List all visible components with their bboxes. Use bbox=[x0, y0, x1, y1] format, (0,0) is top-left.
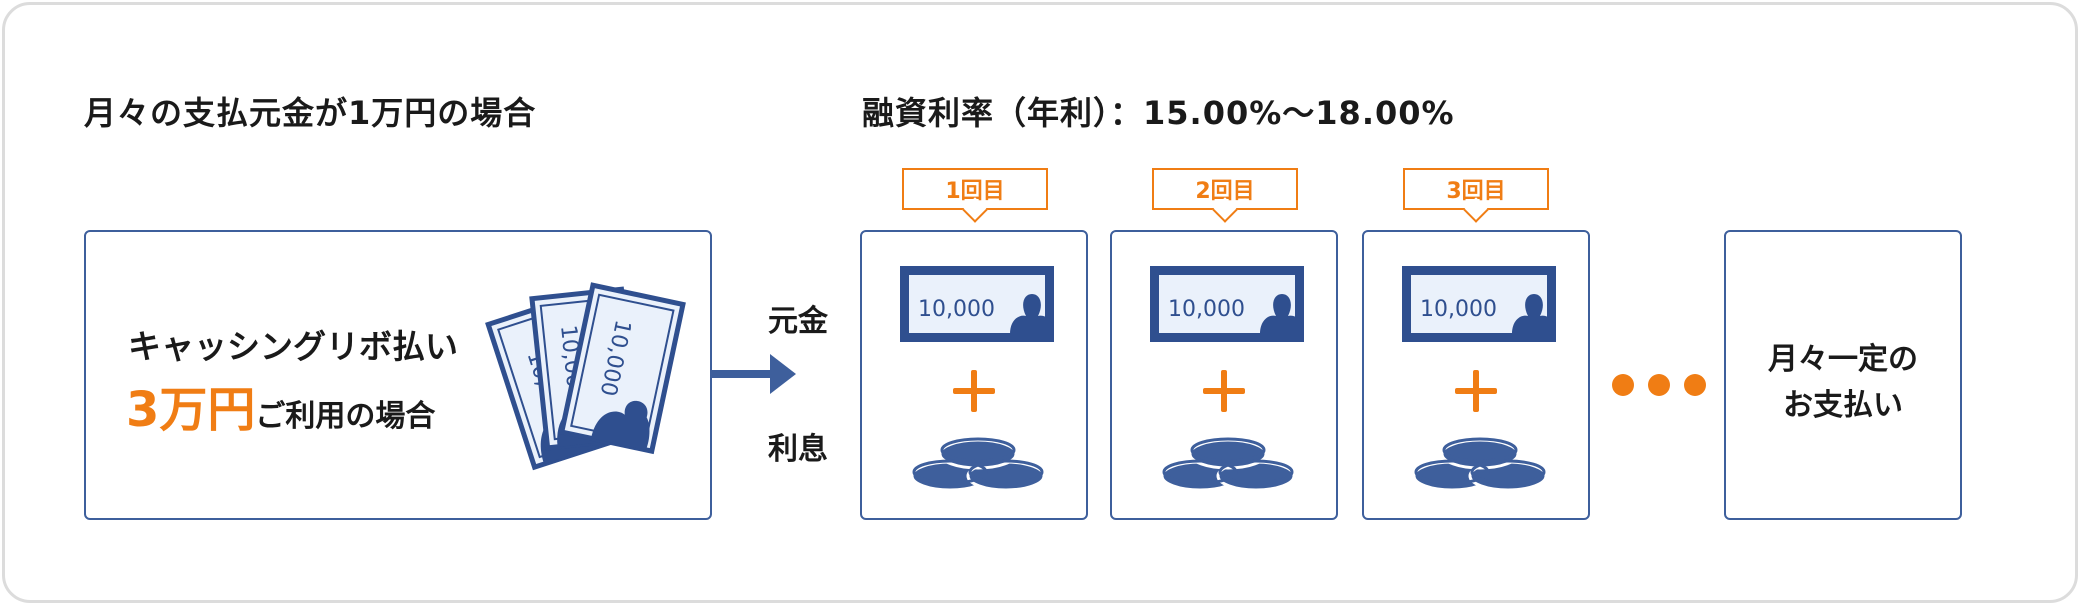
coin-stack-icon bbox=[910, 437, 1046, 492]
bill-value-3: 10,000 bbox=[1420, 297, 1497, 322]
label-principal: 元金 bbox=[768, 304, 828, 339]
usage-label-title: キャッシングリボ払い bbox=[128, 327, 458, 366]
coin-stack-icon bbox=[1160, 437, 1296, 492]
usage-label-amount-line: 3万円ご利用の場合 bbox=[126, 370, 435, 440]
plus-icon bbox=[1203, 370, 1245, 412]
heading-interest-rate: 融資利率（年利）：15.00%～18.00% bbox=[862, 94, 1455, 132]
final-line-1: 月々一定の bbox=[1768, 342, 1918, 377]
heading-monthly-principal: 月々の支払元金が1万円の場合 bbox=[84, 94, 537, 132]
banknote-icon: 10,000 bbox=[1402, 266, 1556, 342]
installment-badge-1: 1回目 bbox=[902, 168, 1048, 210]
banknote-icon: 10,000 bbox=[1150, 266, 1304, 342]
label-interest: 利息 bbox=[768, 432, 828, 467]
ellipsis-dot-icon bbox=[1612, 374, 1634, 396]
installment-badge-3: 3回目 bbox=[1403, 168, 1549, 210]
arrow-right-icon bbox=[712, 354, 796, 394]
ellipsis-dot-icon bbox=[1648, 374, 1670, 396]
usage-amount-suffix: ご利用の場合 bbox=[255, 399, 436, 434]
plus-icon bbox=[1455, 370, 1497, 412]
plus-icon bbox=[953, 370, 995, 412]
usage-amount: 3万円 bbox=[126, 382, 256, 438]
bill-value-1: 10,000 bbox=[918, 297, 995, 322]
final-line-2: お支払い bbox=[1783, 388, 1903, 423]
installment-badge-2: 2回目 bbox=[1152, 168, 1298, 210]
ellipsis-dot-icon bbox=[1684, 374, 1706, 396]
monthly-fixed-payment-box bbox=[1724, 230, 1962, 520]
bill-value-2: 10,000 bbox=[1168, 297, 1245, 322]
banknote-icon: 10,000 bbox=[900, 266, 1054, 342]
banknote-fan-icon: 10,0 10,00 10,000 bbox=[485, 282, 686, 471]
coin-stack-icon bbox=[1412, 437, 1548, 492]
